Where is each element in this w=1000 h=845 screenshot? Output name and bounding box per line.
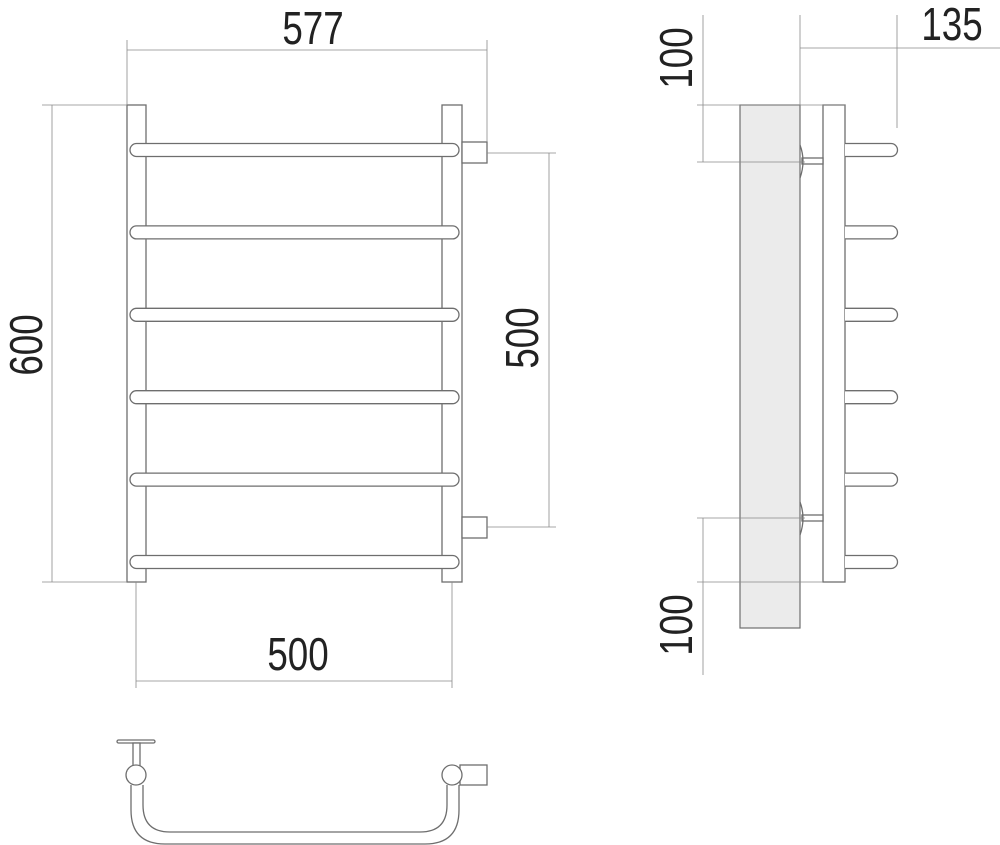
dimension-100-bottom: 100 [650, 517, 823, 675]
top-fastener [799, 144, 824, 179]
side-rung [845, 225, 899, 240]
dimension-500-horizontal: 500 [135, 582, 453, 688]
rung [129, 225, 460, 240]
rung [129, 472, 460, 487]
front-view [126, 104, 488, 583]
dimension-100-top: 100 [650, 15, 845, 163]
dimension-label: 100 [650, 594, 702, 655]
rungs [129, 142, 460, 570]
right-post [441, 104, 463, 583]
dimension-label: 500 [496, 307, 548, 368]
dimension-label: 600 [0, 314, 52, 375]
dimension-600: 600 [0, 104, 127, 583]
dimension-label: 577 [282, 2, 343, 54]
bottom-fastener [799, 501, 824, 536]
right-joint [441, 764, 463, 786]
top-connector [461, 141, 488, 164]
side-rung [845, 472, 899, 487]
bottom-connector [461, 516, 488, 539]
dimension-577: 577 [126, 2, 488, 142]
wall [739, 104, 801, 629]
side-rung [845, 554, 899, 570]
side-rung [845, 390, 899, 405]
side-rung [845, 142, 899, 158]
rung [129, 142, 460, 158]
side-rung [845, 307, 899, 322]
side-rails [845, 142, 899, 570]
rung [129, 307, 460, 322]
left-joint [125, 764, 147, 786]
connector [459, 764, 488, 786]
side-post [822, 104, 846, 583]
dimension-label: 100 [650, 27, 702, 88]
rung [129, 390, 460, 405]
dimension-135: 135 [799, 0, 1000, 128]
side-view [739, 104, 899, 629]
rung [129, 554, 460, 570]
top-view [116, 739, 488, 845]
dimension-label: 135 [921, 0, 982, 50]
dimension-500-vertical: 500 [487, 152, 556, 528]
dimension-label: 500 [267, 628, 328, 680]
bracket-stem [132, 742, 141, 767]
left-post [126, 104, 147, 583]
